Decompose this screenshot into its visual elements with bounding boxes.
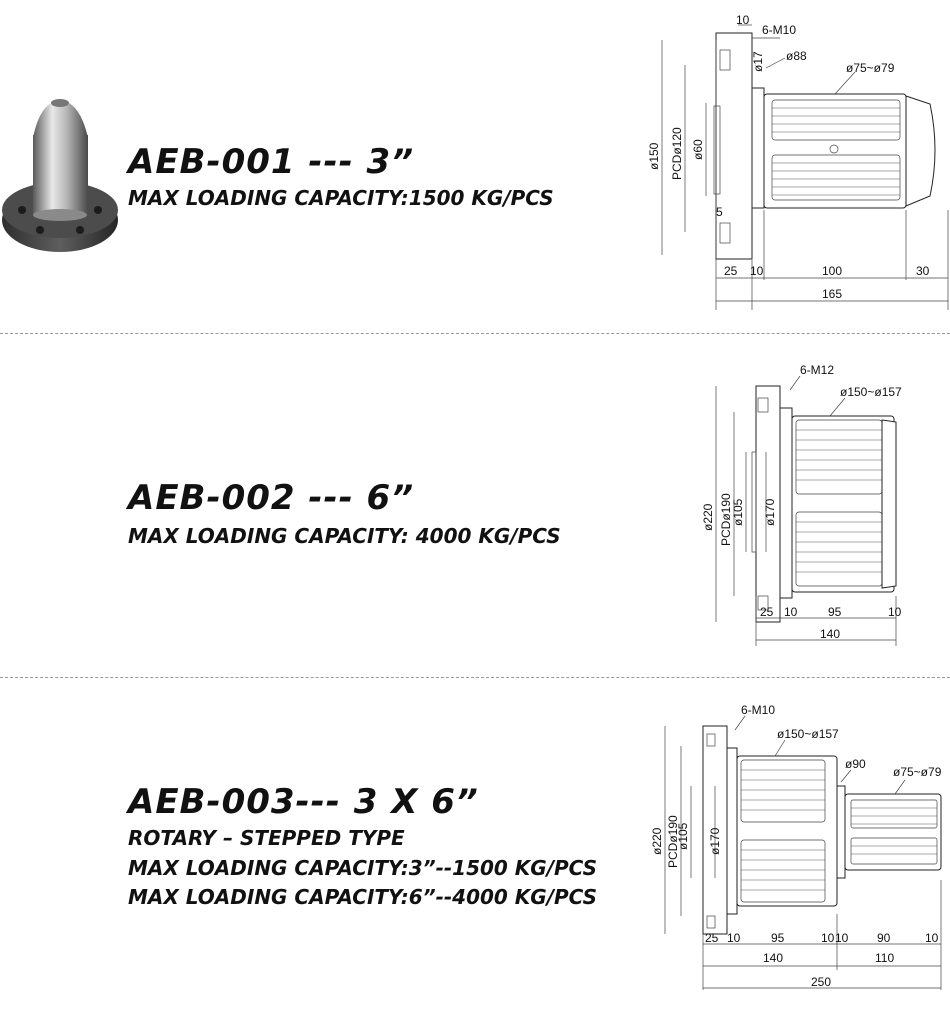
dimension-label: PCDø120 bbox=[670, 127, 684, 180]
product-spec: ROTARY – STEPPED TYPE bbox=[128, 826, 405, 850]
dimension-label: PCDø190 bbox=[719, 493, 733, 546]
dimension-label: 5 bbox=[716, 205, 723, 219]
product-title: AEB-002 --- 6” bbox=[128, 478, 415, 518]
dimension-label: 95 bbox=[771, 931, 785, 945]
dimension-label: ø170 bbox=[708, 827, 722, 855]
dimension-label: ø75~ø79 bbox=[893, 765, 942, 779]
dimension-label: ø170 bbox=[763, 498, 777, 526]
product-aeb-002: AEB-002 --- 6” MAX LOADING CAPACITY: 400… bbox=[0, 338, 950, 673]
dimension-label: 140 bbox=[763, 951, 783, 965]
dimension-label: 110 bbox=[875, 951, 894, 965]
product-spec: MAX LOADING CAPACITY:3”--1500 KG/PCS bbox=[128, 856, 598, 880]
product-aeb-001: AEB-001 --- 3” MAX LOADING CAPACITY:1500… bbox=[0, 0, 950, 330]
dimension-label: 25 bbox=[724, 264, 738, 278]
dimension-label: ø105 bbox=[676, 822, 690, 850]
product-spec: MAX LOADING CAPACITY: 4000 KG/PCS bbox=[128, 524, 561, 548]
dimension-label: ø220 bbox=[701, 503, 715, 531]
product-aeb-003: AEB-003--- 3 X 6” ROTARY – STEPPED TYPE … bbox=[0, 682, 950, 1012]
dimension-label: 6-M10 bbox=[762, 23, 796, 37]
dimension-label: 10 bbox=[736, 13, 750, 27]
dimension-label: 10 bbox=[925, 931, 939, 945]
dimension-label: 100 bbox=[822, 264, 842, 278]
dimension-label: ø88 bbox=[786, 49, 807, 63]
dimension-label: 90 bbox=[877, 931, 891, 945]
dimension-label: ø17 bbox=[751, 51, 765, 72]
dimension-label: 25 bbox=[705, 931, 719, 945]
product-photo-aeb-001 bbox=[2, 99, 118, 252]
technical-drawing-aeb-002: 6-M12 ø150~ø157 ø220 PCDø190 ø105 ø170 2… bbox=[701, 363, 902, 646]
dimension-label: 165 bbox=[822, 287, 842, 301]
dimension-label: ø60 bbox=[691, 139, 705, 160]
dimension-label: ø220 bbox=[650, 827, 664, 855]
dimension-label: ø150 bbox=[647, 142, 661, 170]
section-separator bbox=[0, 333, 950, 334]
dimension-label: 10 bbox=[784, 605, 798, 619]
dimension-label: 10 bbox=[835, 931, 849, 945]
dimension-label: 250 bbox=[811, 975, 831, 989]
dimension-label: 10 bbox=[727, 931, 741, 945]
dimension-label: 30 bbox=[916, 264, 930, 278]
dimension-label: 95 bbox=[828, 605, 842, 619]
dimension-label: 10 bbox=[888, 605, 902, 619]
dimension-label: ø105 bbox=[731, 498, 745, 526]
technical-drawing-aeb-003: 6-M10 ø150~ø157 ø90 ø75~ø79 ø220 PCDø190… bbox=[650, 703, 942, 990]
dimension-label: PCDø190 bbox=[666, 815, 680, 868]
product-spec: MAX LOADING CAPACITY:6”--4000 KG/PCS bbox=[128, 885, 598, 909]
dimension-label: 25 bbox=[760, 605, 774, 619]
section-separator bbox=[0, 677, 950, 678]
dimension-label: 10 bbox=[750, 264, 764, 278]
product-spec: MAX LOADING CAPACITY:1500 KG/PCS bbox=[128, 186, 554, 210]
dimension-label: 140 bbox=[820, 627, 840, 641]
dimension-label: ø150~ø157 bbox=[840, 385, 902, 399]
dimension-label: 6-M12 bbox=[800, 363, 834, 377]
product-title: AEB-003--- 3 X 6” bbox=[128, 782, 479, 822]
dimension-label: ø90 bbox=[845, 757, 866, 771]
dimension-label: ø75~ø79 bbox=[846, 61, 895, 75]
dimension-label: 10 bbox=[821, 931, 835, 945]
dimension-label: 6-M10 bbox=[741, 703, 775, 717]
technical-drawing-aeb-001: 10 6-M10 ø17 ø88 ø75~ø79 ø150 PCDø120 ø6… bbox=[647, 13, 949, 310]
product-title: AEB-001 --- 3” bbox=[128, 142, 415, 182]
dimension-label: ø150~ø157 bbox=[777, 727, 839, 741]
